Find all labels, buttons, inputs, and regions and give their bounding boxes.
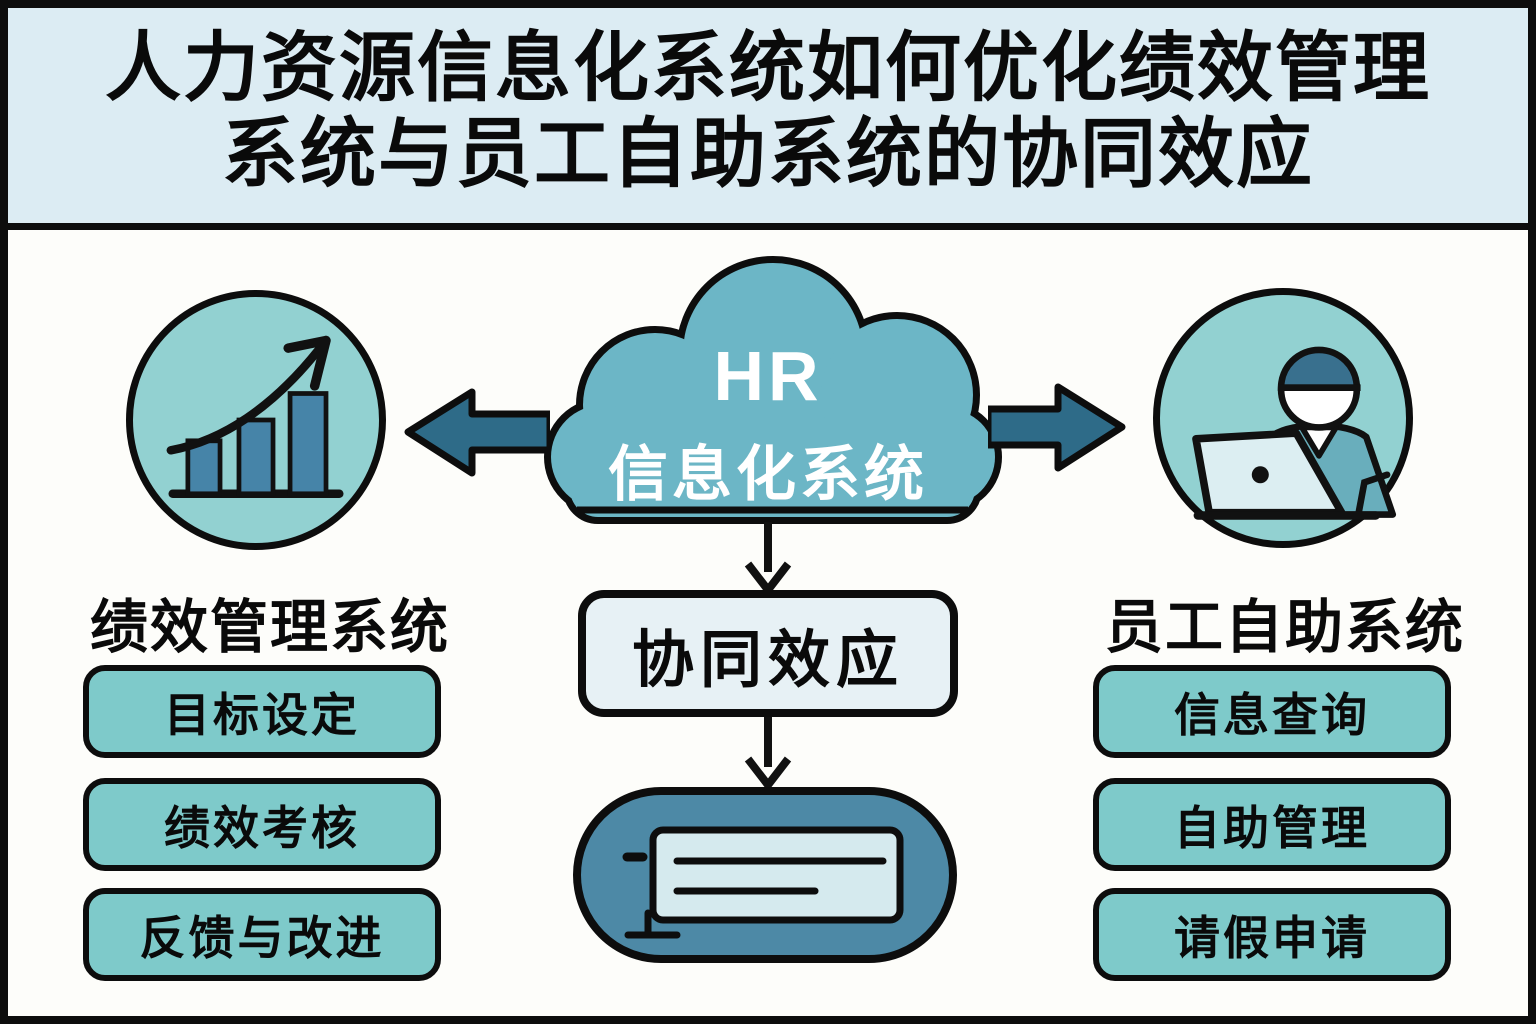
employee-system-heading: 员工自助系统 [1104,595,1465,660]
person-at-laptop-icon [1192,346,1397,520]
employee-circle [1153,288,1413,548]
employee-item-leave-request: 请假申请 [1093,888,1451,981]
performance-item-appraisal: 绩效考核 [83,778,441,871]
cloud-label-hr: HR [713,337,823,415]
performance-item-feedback: 反馈与改进 [83,888,441,981]
report-document-icon [622,826,904,939]
hr-cloud-shape [544,256,1002,524]
employee-item-self-management: 自助管理 [1093,778,1451,871]
arrow-down-top-icon [744,522,792,592]
arrow-right-icon [988,383,1126,472]
employee-item-info-query: 信息查询 [1093,665,1451,758]
performance-item-goal-setting: 目标设定 [83,665,441,758]
growth-bar-chart-icon [166,335,344,499]
cloud-label-system: 信息化系统 [608,441,928,508]
arrow-left-icon [404,388,550,477]
title-banner: 人力资源信息化系统如何优化绩效管理 系统与员工自助系统的协同效应 [0,0,1536,230]
performance-system-heading: 绩效管理系统 [89,595,450,660]
title-line-1: 人力资源信息化系统如何优化绩效管理 [105,25,1431,111]
arrow-down-bottom-icon [744,717,792,787]
result-pill [573,787,957,963]
synergy-effect-box: 协同效应 [578,590,958,717]
performance-circle [126,290,386,550]
title-line-2: 系统与员工自助系统的协同效应 [222,111,1314,197]
